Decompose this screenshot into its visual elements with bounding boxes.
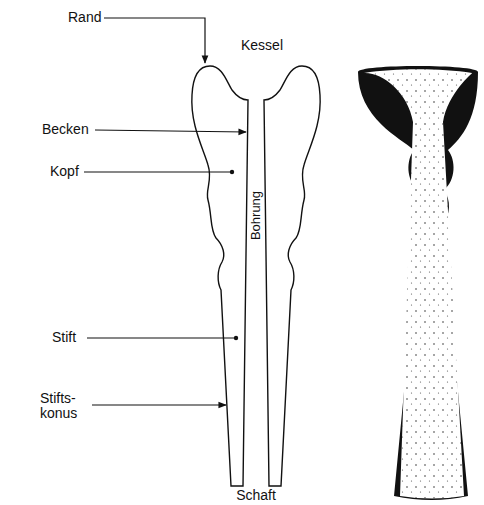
mouthpiece-outline-left bbox=[192, 66, 248, 486]
leader-line bbox=[95, 130, 246, 132]
mouthpiece-section-body bbox=[358, 66, 478, 500]
part-label: Becken bbox=[42, 122, 89, 137]
leader-line bbox=[92, 404, 226, 405]
part-label: Kessel bbox=[241, 38, 283, 53]
part-label: Rand bbox=[68, 10, 101, 25]
part-label: Schaft bbox=[236, 488, 276, 503]
leader-line bbox=[87, 337, 236, 338]
part-label: Stift bbox=[52, 330, 76, 345]
part-label: Kopf bbox=[50, 164, 79, 179]
leader-dot bbox=[230, 170, 234, 174]
cup-and-bore bbox=[364, 69, 472, 498]
bore-stipple bbox=[364, 69, 472, 498]
leader-line bbox=[104, 18, 205, 63]
leader-line bbox=[84, 171, 232, 172]
bore-label: Bohrung bbox=[250, 190, 263, 239]
leader-dot bbox=[234, 336, 238, 340]
mouthpiece-outline-right bbox=[264, 66, 320, 486]
part-label: Stifts- konus bbox=[40, 391, 88, 421]
